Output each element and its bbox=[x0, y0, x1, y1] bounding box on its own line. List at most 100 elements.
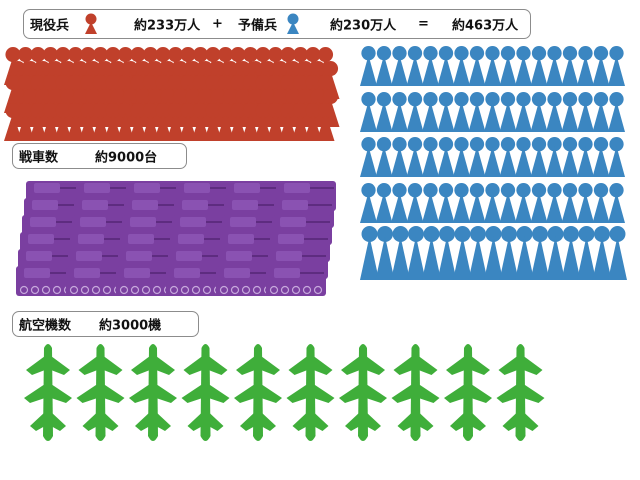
total-count: 約463万人 bbox=[452, 18, 519, 34]
soldier-icon bbox=[391, 92, 408, 132]
soldier-icon bbox=[561, 92, 579, 132]
soldier-icon bbox=[4, 103, 22, 141]
tanks-count: 約9000台 bbox=[95, 150, 158, 166]
soldier-icon bbox=[375, 137, 393, 177]
tank-icon bbox=[166, 266, 226, 296]
soldier-icon bbox=[608, 183, 625, 223]
soldier-icon bbox=[499, 137, 517, 177]
soldier-icon bbox=[216, 103, 235, 141]
soldier-icon bbox=[468, 183, 486, 223]
soldier-icon bbox=[375, 92, 393, 132]
soldier-icon bbox=[316, 103, 335, 141]
soldier-icon bbox=[291, 103, 310, 141]
soldier-icon bbox=[406, 92, 424, 132]
soldier-icon bbox=[577, 137, 594, 177]
aircraft-group bbox=[24, 344, 545, 441]
soldier-icon bbox=[530, 92, 548, 132]
soldier-icon bbox=[41, 103, 60, 141]
tank-icon bbox=[16, 266, 76, 296]
soldier-icon bbox=[592, 46, 610, 86]
aircraft-count: 約3000機 bbox=[99, 318, 162, 334]
soldier-icon bbox=[422, 46, 439, 86]
soldier-icon bbox=[437, 183, 455, 223]
soldier-icon bbox=[484, 226, 503, 280]
soldier-icon bbox=[179, 103, 197, 141]
soldier-icon bbox=[85, 13, 97, 34]
soldier-icon bbox=[530, 183, 548, 223]
soldier-icon bbox=[561, 226, 581, 280]
soldier-icon bbox=[91, 103, 110, 141]
soldier-icon bbox=[546, 92, 563, 132]
soldier-icon bbox=[422, 92, 439, 132]
soldier-icon bbox=[530, 46, 548, 86]
soldier-icon bbox=[484, 46, 501, 86]
soldier-icon bbox=[468, 226, 488, 280]
soldier-icon bbox=[484, 137, 501, 177]
soldier-icon bbox=[499, 226, 519, 280]
soldier-icon bbox=[229, 103, 247, 141]
soldier-icon bbox=[453, 137, 470, 177]
soldier-icon bbox=[546, 226, 565, 280]
soldier-icon bbox=[499, 183, 517, 223]
soldier-icon bbox=[241, 103, 260, 141]
soldier-icon bbox=[453, 226, 472, 280]
soldier-icon bbox=[391, 46, 408, 86]
tank-icon bbox=[66, 266, 126, 296]
soldier-icon bbox=[166, 103, 185, 141]
reserve-soldiers-group bbox=[360, 46, 627, 280]
soldier-icon bbox=[546, 183, 563, 223]
fighter-jet-icon bbox=[234, 344, 282, 441]
soldier-icon bbox=[592, 92, 610, 132]
soldier-icon bbox=[592, 226, 612, 280]
tank-icon bbox=[116, 266, 176, 296]
soldier-icon bbox=[422, 137, 439, 177]
fighter-jet-icon bbox=[496, 344, 545, 441]
fighter-jet-icon bbox=[181, 344, 230, 441]
soldier-icon bbox=[360, 137, 377, 177]
soldier-icon bbox=[546, 46, 563, 86]
soldier-icon bbox=[422, 183, 439, 223]
soldier-icon bbox=[608, 46, 625, 86]
soldier-icon bbox=[437, 92, 455, 132]
active-soldiers-group bbox=[4, 47, 340, 141]
plus-sign: + bbox=[212, 16, 223, 32]
equals-sign: = bbox=[418, 16, 429, 32]
soldier-icon bbox=[422, 226, 441, 280]
fighter-jet-icon bbox=[129, 344, 177, 441]
soldier-icon bbox=[530, 226, 550, 280]
soldier-icon bbox=[375, 46, 393, 86]
soldier-icon bbox=[141, 103, 160, 141]
tanks-label-box: 戦車数 約9000台 bbox=[12, 143, 187, 169]
soldier-icon bbox=[360, 92, 377, 132]
soldier-icon bbox=[437, 226, 457, 280]
soldier-icon bbox=[499, 92, 517, 132]
fighter-jet-icon bbox=[286, 344, 335, 441]
soldier-icon bbox=[453, 183, 470, 223]
soldier-icon bbox=[608, 226, 627, 280]
soldier-icon bbox=[515, 137, 532, 177]
soldier-icon bbox=[254, 103, 272, 141]
soldier-icon bbox=[279, 103, 297, 141]
soldier-icon bbox=[116, 103, 135, 141]
soldier-icon bbox=[79, 103, 97, 141]
soldier-icon bbox=[515, 183, 532, 223]
soldier-icon bbox=[577, 46, 594, 86]
soldier-icon bbox=[468, 46, 486, 86]
soldier-icon bbox=[391, 137, 408, 177]
soldier-icon bbox=[29, 103, 47, 141]
fighter-jet-icon bbox=[76, 344, 125, 441]
soldier-icon bbox=[360, 183, 377, 223]
fighter-jet-icon bbox=[24, 344, 72, 441]
soldier-icon bbox=[437, 46, 455, 86]
soldier-icon bbox=[16, 103, 35, 141]
aircraft-label-box: 航空機数 約3000機 bbox=[12, 311, 199, 337]
soldier-icon bbox=[204, 103, 222, 141]
active-count: 約233万人 bbox=[134, 18, 201, 34]
soldier-icon bbox=[360, 46, 377, 86]
soldier-icon bbox=[592, 137, 610, 177]
soldier-icon bbox=[499, 46, 517, 86]
header-summary: 現役兵 約233万人 + 予備兵 約230万人 = 約463万人 bbox=[23, 9, 531, 39]
reserve-label: 予備兵 bbox=[238, 18, 278, 34]
soldier-icon bbox=[484, 92, 501, 132]
